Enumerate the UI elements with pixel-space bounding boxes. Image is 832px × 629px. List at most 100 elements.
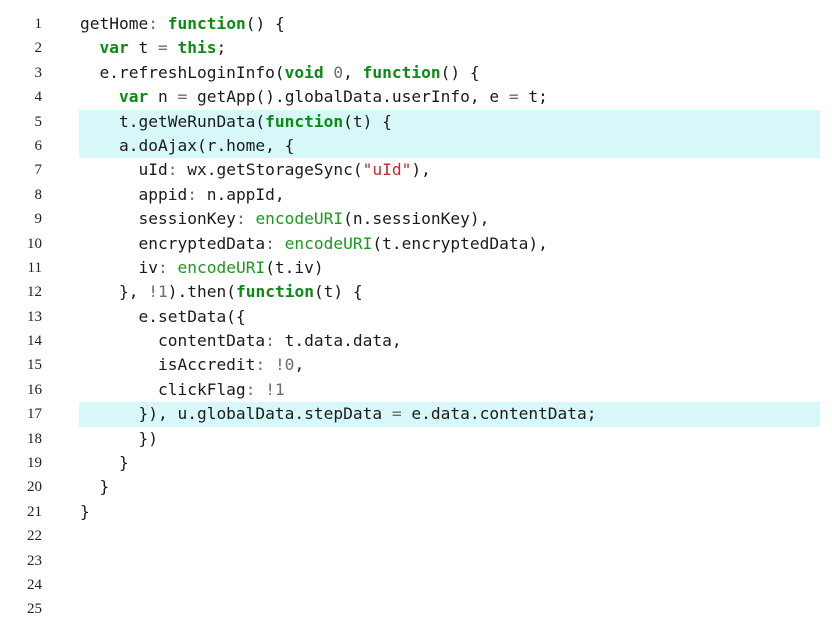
code-token-operator: : (265, 331, 285, 351)
code-token-operator: : (245, 379, 266, 399)
code-token-operator: = (177, 87, 188, 107)
line-number: 14 (27, 333, 42, 350)
code-token-plain: clickFlag (80, 379, 246, 399)
highlighted-code-text: }), u.globalData.stepData = e.data.conte… (79, 402, 820, 427)
code-line: 3 e.refreshLoginInfo(void 0, function() … (0, 61, 832, 85)
line-number: 11 (27, 259, 42, 276)
code-token-number: !0 (274, 355, 295, 375)
code-token-plain: }) (80, 428, 158, 448)
code-token-operator: = (391, 404, 402, 424)
code-text: sessionKey: encodeURI(n.sessionKey), (79, 207, 820, 231)
code-token-operator: = (158, 38, 168, 58)
code-token-plain: e.setData({ (80, 306, 246, 326)
code-token-keyword: function (362, 62, 441, 82)
line-number: 9 (34, 211, 43, 228)
code-text: } (79, 475, 820, 499)
code-text: var t = this; (79, 36, 820, 60)
code-token-plain: iv (80, 257, 158, 277)
code-token-plain: (t) { (343, 111, 392, 131)
code-token-plain: (t.iv) (265, 257, 324, 277)
code-token-plain: ).then( (167, 282, 236, 302)
code-token-plain: , (294, 355, 305, 375)
code-token-string: "uId" (362, 160, 412, 180)
code-token-plain: getApp().globalData.userInfo, e (187, 87, 509, 107)
code-token-plain: ), (411, 160, 431, 180)
code-token-plain (168, 38, 178, 57)
code-token-plain: t (128, 38, 158, 58)
line-number: 19 (27, 455, 42, 472)
code-token-punct: ; (216, 38, 227, 58)
code-token-keyword: function (235, 282, 314, 302)
line-number: 23 (27, 552, 42, 569)
code-text: iv: encodeURI(t.iv) (79, 256, 820, 280)
code-line: 24 (0, 573, 832, 597)
code-token-plain: contentData (80, 331, 266, 351)
line-number: 13 (27, 308, 42, 325)
code-token-operator: : (255, 355, 275, 375)
code-token-builtin: encodeURI (284, 233, 373, 253)
line-number: 22 (27, 528, 42, 545)
code-text: isAccredit: !0, (79, 353, 820, 377)
code-token-plain: e.data.contentData; (401, 404, 597, 424)
line-number: 17 (27, 406, 42, 423)
code-token-number: !1 (265, 379, 285, 399)
code-text: appid: n.appId, (79, 183, 820, 207)
code-token-plain: wx.getStorageSync( (187, 160, 363, 180)
code-line: 16 clickFlag: !1 (0, 378, 832, 402)
code-text: e.refreshLoginInfo(void 0, function() { (79, 61, 820, 85)
code-token-operator: : (167, 160, 188, 180)
code-line: 8 appid: n.appId, (0, 183, 832, 207)
code-token-plain: }), u.globalData.stepData (80, 404, 392, 424)
code-text: } (79, 451, 820, 475)
code-text: }, !1).then(function(t) { (79, 280, 820, 304)
code-text (79, 524, 820, 548)
code-token-keyword: this (177, 38, 217, 58)
code-token-plain: t.getWeRunData( (80, 111, 266, 131)
code-token-keyword: function (167, 14, 246, 33)
line-number: 16 (27, 381, 42, 398)
line-number: 3 (34, 64, 43, 81)
code-token-plain: } (80, 501, 90, 521)
line-number: 6 (34, 137, 43, 154)
line-number: 24 (27, 576, 42, 593)
code-text: uId: wx.getStorageSync("uId"), (79, 158, 820, 182)
code-line: 19 } (0, 451, 832, 475)
line-number: 10 (27, 235, 42, 252)
code-token-operator: : (148, 14, 168, 33)
code-token-plain: t.data.data, (284, 331, 402, 351)
code-line: 25 (0, 597, 832, 621)
code-token-plain (80, 38, 100, 57)
code-token-operator: : (235, 209, 256, 229)
code-token-plain: n.appId, (206, 184, 285, 204)
line-number: 5 (34, 113, 43, 130)
code-token-keyword: var (99, 38, 129, 58)
code-token-keyword: var (118, 87, 149, 107)
code-text: encryptedData: encodeURI(t.encryptedData… (79, 232, 820, 256)
code-token-plain: n (148, 87, 178, 107)
code-line: 4 var n = getApp().globalData.userInfo, … (0, 85, 832, 109)
code-token-plain (80, 87, 119, 106)
code-text: var n = getApp().globalData.userInfo, e … (79, 85, 820, 109)
code-token-punct: () { (245, 14, 285, 33)
code-token-punct: () { (440, 62, 480, 82)
code-text (79, 597, 820, 621)
code-line: 14 contentData: t.data.data, (0, 329, 832, 353)
code-line: 20 } (0, 475, 832, 499)
code-token-plain: t; (518, 87, 548, 107)
code-line: 2 var t = this; (0, 36, 832, 60)
code-line: 17 }), u.globalData.stepData = e.data.co… (0, 402, 832, 427)
code-token-number: !1 (148, 282, 168, 302)
code-token-plain: (t) { (313, 282, 363, 302)
code-token-plain: appid (80, 184, 188, 204)
code-line: 13 e.setData({ (0, 305, 832, 329)
line-number: 20 (27, 479, 42, 496)
code-line: 12 }, !1).then(function(t) { (0, 280, 832, 304)
code-text: contentData: t.data.data, (79, 329, 820, 353)
line-number: 8 (34, 186, 43, 203)
line-number: 1 (34, 16, 43, 32)
code-token-plain: a.doAjax(r.home, { (80, 135, 295, 155)
code-token-punct: , (343, 62, 363, 82)
code-text (79, 549, 820, 573)
